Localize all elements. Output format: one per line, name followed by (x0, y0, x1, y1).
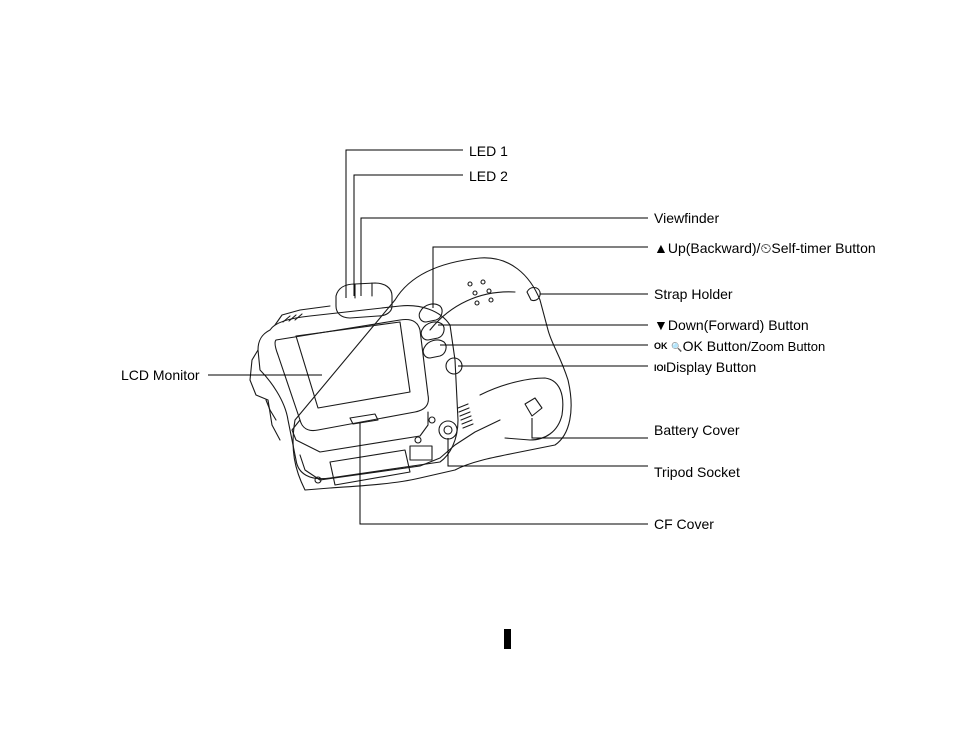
label-lcd-monitor: LCD Monitor (121, 367, 200, 383)
down-arrow-icon: ▼ (654, 317, 668, 333)
strap-lug (527, 288, 540, 301)
self-timer-icon: ⏲ (760, 240, 771, 256)
left-side (250, 350, 280, 440)
display-icon: IOI (654, 360, 666, 376)
label-led2: LED 2 (469, 168, 508, 184)
tripod-socket-shape (439, 421, 457, 439)
label-strap-holder: Strap Holder (654, 286, 733, 302)
leader-led2 (354, 175, 463, 296)
battery-cover-outline (480, 378, 563, 440)
label-cf-cover: CF Cover (654, 516, 714, 532)
ok-icon: OK (654, 338, 668, 354)
label-down-button: ▼Down(Forward) Button (654, 317, 809, 333)
label-tripod-socket: Tripod Socket (654, 464, 740, 480)
lcd-screen (296, 322, 410, 408)
vent-lines (458, 404, 473, 428)
camera-illustration (250, 258, 571, 490)
leader-lines (208, 150, 648, 524)
label-display-text: Display Button (666, 359, 756, 375)
leader-led1 (346, 150, 463, 298)
viewfinder-hood (336, 283, 392, 318)
label-display-button: IOIDisplay Button (654, 359, 756, 376)
label-up-button: ▲Up(Backward)/⏲Self-timer Button (654, 240, 876, 256)
label-battery-cover: Battery Cover (654, 422, 740, 438)
label-up-text-b: Self-timer Button (771, 240, 875, 256)
label-ok-button: OK 🔍OK Button/Zoom Button (654, 338, 825, 355)
zoom-icon: 🔍 (671, 339, 682, 355)
label-down-text: Down(Forward) Button (668, 317, 809, 333)
label-viewfinder: Viewfinder (654, 210, 719, 226)
label-led1: LED 1 (469, 143, 508, 159)
label-ok-text: OK Button (683, 338, 748, 354)
up-arrow-icon: ▲ (654, 240, 668, 256)
leader-viewfinder (361, 218, 648, 296)
grip-dimples (468, 280, 493, 305)
battery-arrow (525, 398, 542, 416)
leader-up (433, 247, 648, 308)
label-zoom-text: /Zoom Button (747, 339, 825, 354)
label-up-text-a: Up(Backward)/ (668, 240, 761, 256)
page-marker (504, 629, 511, 649)
